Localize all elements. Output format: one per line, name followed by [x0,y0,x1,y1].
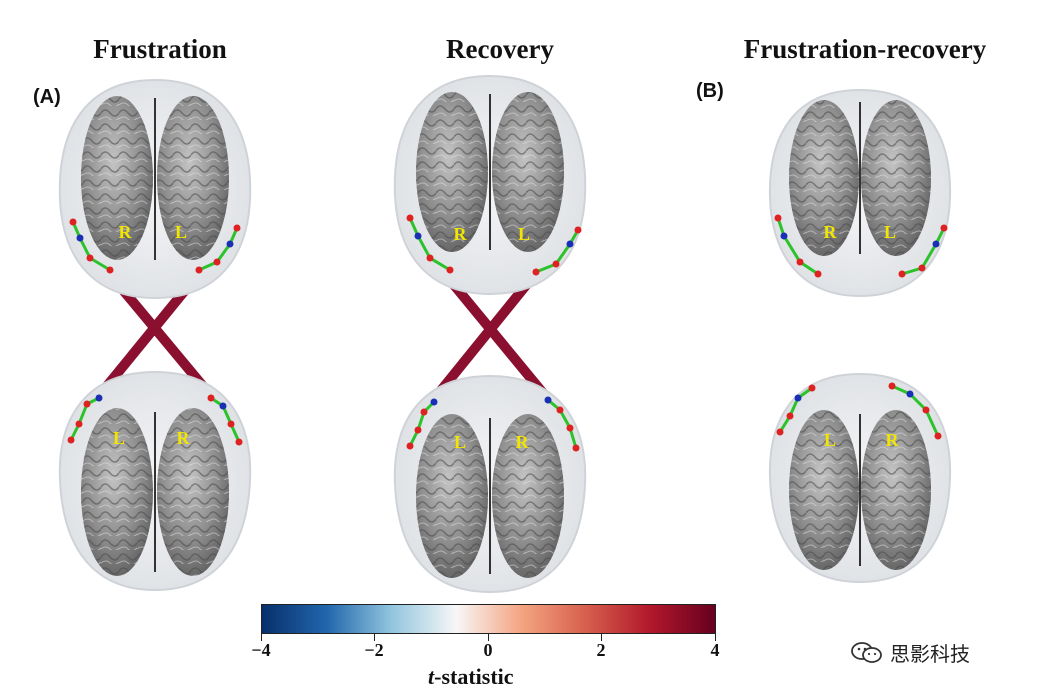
colorbar-tick-label: 2 [596,640,606,660]
brain-recovery-upper: R L [393,74,587,296]
hemisphere-label-r: R [886,430,900,450]
panel-label-a: (A) [33,86,61,108]
electrode-probes-left [406,214,454,274]
electrode-probes-right [898,224,948,278]
electrode-probes-left [406,398,438,450]
electrode-probes-left [776,384,816,436]
hemisphere-label-l: L [454,432,466,452]
wechat-icon [851,641,882,663]
electrode-probes-right [888,382,942,440]
electrode-probes-right [544,396,580,452]
colorbar-tick-label: −2 [364,640,384,660]
hemisphere-label-r: R [119,222,133,242]
colorbar-tick-label: 0 [483,640,493,660]
hemisphere-label-l: L [518,224,530,244]
colorbar-title: t-statistic [428,664,514,689]
hemisphere-label-l: L [175,222,187,242]
title-recovery: Recovery [446,34,554,64]
electrode-probes-right [207,394,243,446]
colorbar [261,604,716,634]
hemisphere-label-r: R [454,224,468,244]
electrode-probes-left [774,214,822,278]
brain-frustration-upper: R L [58,78,252,300]
brain-difference-lower: L R [768,372,952,584]
panel-label-b: (B) [696,80,724,102]
brain-frustration-lower: L R [58,370,252,592]
brain-recovery-lower: L R [393,374,587,594]
watermark-text: 思影科技 [890,642,970,666]
colorbar-tick-label: 4 [710,640,720,660]
colorbar-ticks [261,634,716,642]
hemisphere-label-r: R [177,428,191,448]
electrode-probes-right [532,226,582,276]
title-frustration-recovery: Frustration-recovery [743,34,987,64]
title-frustration: Frustration [93,34,227,64]
hemisphere-label-r: R [824,222,838,242]
electrode-probes-right [195,224,241,274]
brain-difference-upper: R L [768,88,952,298]
watermark: 思影科技 [850,638,970,667]
electrode-probes-left [67,394,103,444]
hemisphere-label-l: L [113,428,125,448]
colorbar-gradient [262,605,715,633]
brain-figure: R L L R [58,74,952,594]
colorbar-tick-label: −4 [251,640,271,660]
hemisphere-label-r: R [516,432,530,452]
hemisphere-label-l: L [884,222,896,242]
hemisphere-label-l: L [824,430,836,450]
electrode-probes-left [69,218,114,274]
